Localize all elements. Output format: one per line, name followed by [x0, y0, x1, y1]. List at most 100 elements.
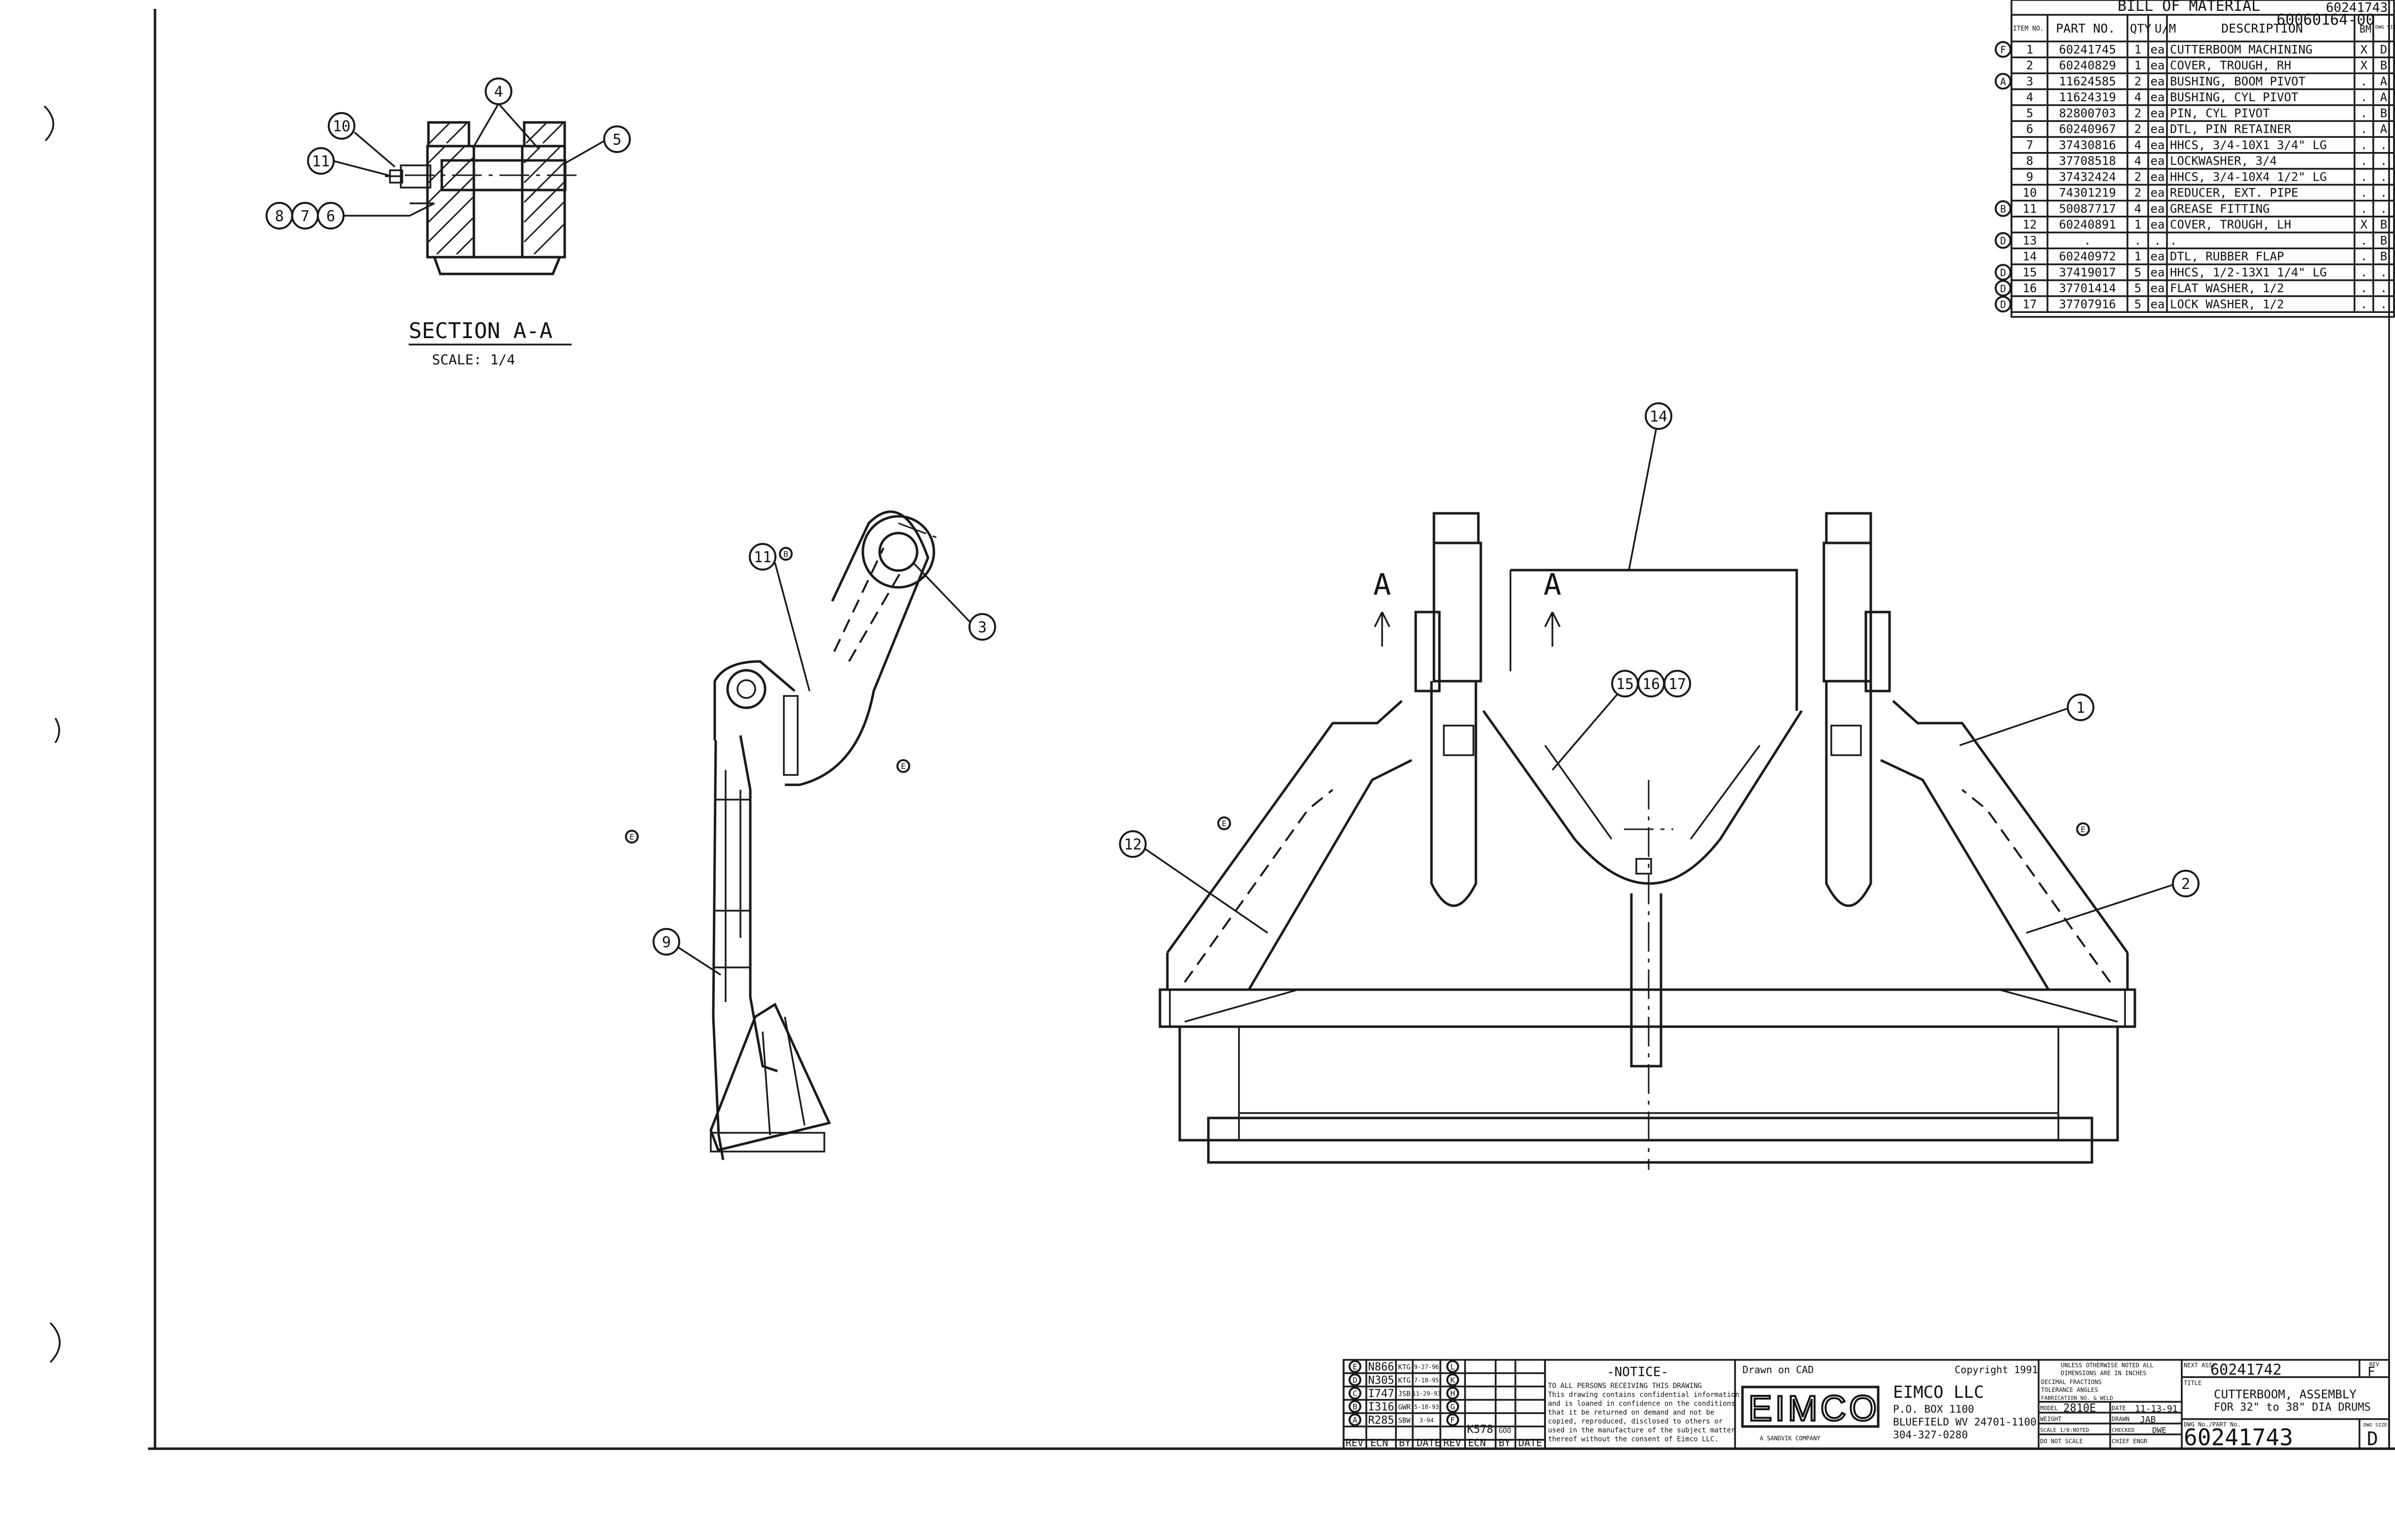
bom-header-part: PART NO.: [2056, 21, 2115, 36]
section-marker-left: A: [1373, 568, 1391, 602]
leader-line: [1959, 707, 2069, 746]
section-a-a-view: [385, 121, 582, 275]
section-marker-right: A: [1544, 568, 1561, 602]
leader-line: [333, 160, 390, 177]
bom-description: BUSHING, BOOM PIVOT: [2170, 75, 2306, 88]
rev-marker-letter: B: [783, 549, 788, 559]
tol-line: DECIMAL FRACTIONS: [2041, 1379, 2102, 1386]
bom-um: ea: [2151, 106, 2165, 120]
side-view: [709, 510, 938, 1160]
rev-date: 9-27-96: [1414, 1364, 1439, 1371]
rev-ecn: N305: [1368, 1375, 1394, 1387]
rev-header-rev-2: REV: [1443, 1437, 1461, 1449]
item-balloon: [1663, 670, 1691, 697]
bom-item-no: 13: [2023, 233, 2037, 247]
item-balloon: [1119, 830, 1147, 858]
bom-um: ea: [2151, 170, 2165, 184]
bom-part-no: 50087717: [2059, 202, 2116, 216]
bom-qty: 1: [2134, 59, 2141, 73]
bom-dwg-size: B: [2380, 233, 2387, 247]
rev-marker: [1995, 232, 2011, 249]
bom-bm: .: [2360, 266, 2367, 279]
bom-part-no: 37707916: [2059, 297, 2116, 311]
rev-marker-letter: E: [2081, 825, 2086, 834]
item-balloon-number: 10: [333, 118, 350, 135]
bom-dwg-size: .: [2380, 202, 2387, 216]
bom-bm: .: [2360, 170, 2367, 184]
item-balloon: [653, 928, 680, 956]
leader-line: [472, 103, 500, 149]
rev-date: 5-18-93: [1414, 1404, 1439, 1411]
confidentiality-notice: -NOTICE- TO ALL PERSONS RECEIVING THIS D…: [1548, 1365, 1739, 1443]
item-balloon-number: 4: [494, 83, 503, 101]
item-balloon-number: 11: [754, 549, 772, 566]
item-balloon: [1645, 402, 1672, 430]
bom-dwg-size: A: [2380, 90, 2388, 104]
item-balloon: [968, 613, 996, 641]
rev-ecn: I316: [1368, 1401, 1394, 1414]
front-view: [1159, 512, 2136, 1170]
bom-part-no: 82800703: [2059, 106, 2116, 120]
bom-part-no: 60240967: [2059, 122, 2116, 136]
rev-letter: D: [1352, 1376, 1357, 1385]
bom-header-bm: BM: [2359, 23, 2371, 35]
bom-um: ea: [2151, 186, 2165, 200]
rev-date: 11-29-93: [1412, 1390, 1441, 1397]
rev-marker: [1995, 279, 2011, 297]
bom-bm: X: [2360, 59, 2368, 73]
bom-qty: 2: [2134, 122, 2141, 136]
rev-letter: C: [1352, 1389, 1357, 1398]
bom-item-no: 17: [2023, 297, 2037, 311]
item-balloon-number: 15: [1616, 676, 1634, 693]
bom-um: .: [2154, 233, 2161, 247]
rev-marker-letter: D: [2000, 299, 2006, 310]
bom-description: .: [2170, 233, 2177, 247]
bom-item-no: 1: [2026, 42, 2033, 56]
bom-qty: 5: [2134, 266, 2141, 279]
rev-marker-letter: A: [2000, 76, 2006, 88]
logo-subtitle: A SANDVIK COMPANY: [1760, 1435, 1821, 1442]
bom-part-no: 60241745: [2059, 42, 2116, 56]
bom-bm: .: [2360, 281, 2367, 295]
drawing-title: CUTTERBOOM, ASSEMBLY: [2214, 1387, 2357, 1401]
bom-bm: .: [2360, 250, 2367, 264]
bom-qty: 1: [2134, 218, 2141, 231]
no-scale-label: DO NOT SCALE: [2040, 1438, 2083, 1445]
leader-line: [565, 140, 605, 164]
notice-line: copied, reproduced, disclosed to others …: [1548, 1418, 1723, 1425]
rev-circle: [1446, 1400, 1459, 1413]
item-balloon-number: 2: [2181, 876, 2190, 893]
rev-marker: [2076, 822, 2090, 836]
bom-description: COVER, TROUGH, RH: [2170, 59, 2291, 73]
notice-line: thereof without the consent of Eimco LLC…: [1548, 1435, 1719, 1443]
rev-ecn: I747: [1368, 1388, 1394, 1400]
bom-um: ea: [2151, 90, 2165, 104]
bom-um: ea: [2151, 202, 2165, 216]
item-balloon-number: 17: [1668, 676, 1686, 693]
item-balloon: [328, 112, 355, 140]
rev-marker-letter: D: [2000, 235, 2006, 247]
item-balloon-number: 1: [2076, 699, 2085, 717]
drawn-value: JAB: [2140, 1415, 2156, 1425]
notice-line: that it be returned on demand and not be: [1548, 1409, 1714, 1417]
company-address: P.O. BOX 1100: [1893, 1403, 1974, 1415]
tol-line: DIMENSIONS ARE IN INCHES: [2061, 1370, 2146, 1377]
bom-qty: 5: [2134, 297, 2141, 311]
bom-dwg-size: .: [2380, 281, 2387, 295]
rev-extra-by: GOO: [1499, 1427, 1511, 1435]
scale-label: SCALE 1/8:NOTED: [2040, 1427, 2089, 1433]
leader-line: [1145, 848, 1268, 934]
item-balloon-number: 6: [326, 208, 335, 225]
bom-bm: .: [2360, 202, 2367, 216]
rev-label: REV: [2369, 1361, 2379, 1368]
item-balloon-number: 16: [1642, 676, 1660, 693]
rev-marker-letter: E: [629, 832, 634, 842]
bom-item-no: 16: [2023, 281, 2037, 295]
rev-header-date: DATE: [1417, 1437, 1440, 1449]
bom-dwg-size: D: [2380, 42, 2387, 56]
bom-item-no: 10: [2023, 186, 2037, 200]
item-balloon-number: 12: [1124, 836, 1142, 853]
checked-label: CHECKED: [2112, 1427, 2134, 1433]
